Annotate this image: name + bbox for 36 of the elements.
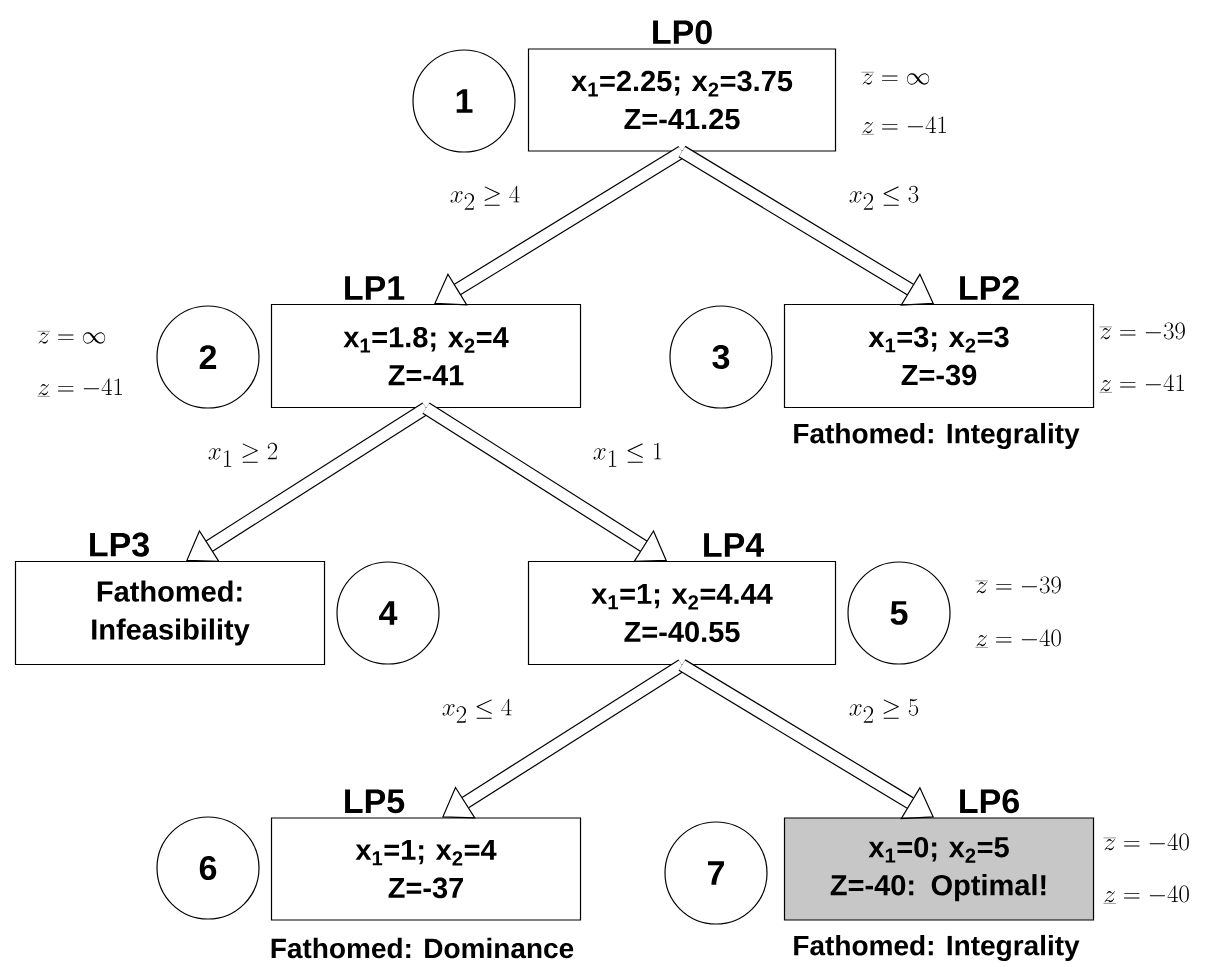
hollow-arrow [678,145,934,306]
box-heading: LP3 [90,532,149,557]
box-heading: LP6 [960,789,1019,814]
box-heading: LP1 [345,276,405,300]
box-heading: LP5 [345,789,405,814]
bound-label: $\overline{z} = -39$ [975,576,1061,594]
box-heading: LP2 [960,275,1019,300]
status-note: Fathomed: Integrality [794,934,1080,962]
problem-box: x$_{1}$=2.25; x$_{2}$=3.75 Z=-41.25 [527,48,837,152]
edge-label: $x_2 \leq 3$ [847,185,921,211]
bound-label: $\overline{z} = -40$ [1103,833,1189,851]
bound-label: $\overline{z} = \infty$ [37,331,106,344]
bound-label: $\underline{z} = -40$ [1103,885,1189,904]
status-note: Fathomed: Integrality [794,422,1080,450]
status-note: Fathomed: Dominance [271,937,574,959]
problem-box: x$_{1}$=3; x$_{2}$=3 Z=-39 [783,303,1095,409]
bound-label: $\underline{z} = -41$ [37,378,122,397]
hollow-arrow [678,659,934,820]
problem-box: x$_{1}$=1.8; x$_{2}$=4 Z=-41 [270,303,582,409]
edge-label: $x_2 \geq 4$ [448,185,522,211]
edge-label: $x_2 \leq 4$ [440,698,514,724]
bound-label: $\overline{z} = -39$ [1099,322,1185,340]
bound-label: $\underline{z} = -41$ [861,116,946,135]
edge-label: $x_2 \geq 5$ [847,698,921,724]
problem-box: x$_{1}$=1; x$_{2}$=4.44 Z=-40.55 [527,560,837,666]
problem-box: x$_{1}$=1; x$_{2}$=4 Z=-37 [270,817,582,921]
box-heading: LP4 [704,533,764,557]
box-heading: LP0 [653,20,712,45]
problem-box: Fathomed: Infeasibility [14,560,326,666]
problem-box: x$_{1}$=0; x$_{2}$=5 Z=-40: Optimal! [783,817,1095,921]
hollow-arrow [422,402,667,563]
bound-label: $\overline{z} = \infty$ [861,72,930,85]
bound-label: $\underline{z} = -40$ [975,629,1061,648]
edge-label: $x_1 \leq 1$ [591,442,665,468]
edge-label: $x_1 \geq 2$ [206,442,280,468]
bound-label: $\underline{z} = -41$ [1099,374,1184,393]
